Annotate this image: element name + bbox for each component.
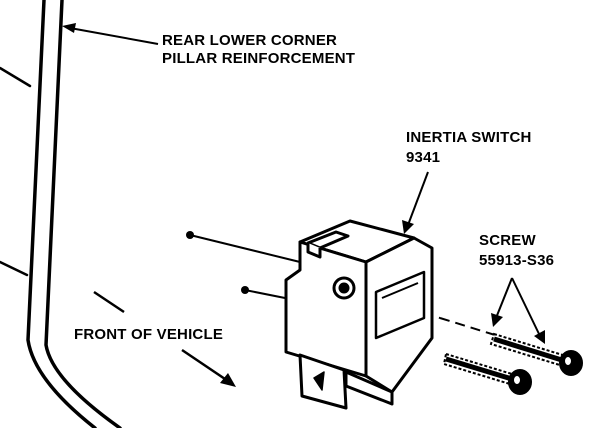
screw-upper — [489, 332, 583, 376]
switch-leader-arrow — [402, 171, 429, 234]
screw-part-number: 55913-S36 — [479, 252, 554, 269]
pillar-label-line2: PILLAR REINFORCEMENT — [162, 50, 355, 67]
switch-label-line1: INERTIA SWITCH — [406, 129, 532, 146]
pillar-leader-arrow — [62, 23, 159, 45]
inertia-switch — [284, 219, 434, 410]
mounting-pins — [186, 231, 249, 294]
screw-label-line1: SCREW — [479, 232, 536, 249]
pillar-label-line1: REAR LOWER CORNER — [162, 32, 337, 49]
front-of-vehicle-label: FRONT OF VEHICLE — [74, 326, 223, 343]
pillar-reinforcement — [0, 0, 122, 428]
switch-part-number: 9341 — [406, 149, 440, 166]
front-direction-arrows — [93, 290, 236, 387]
screw-leader-arrows — [491, 277, 545, 344]
screw-lower — [442, 352, 532, 395]
